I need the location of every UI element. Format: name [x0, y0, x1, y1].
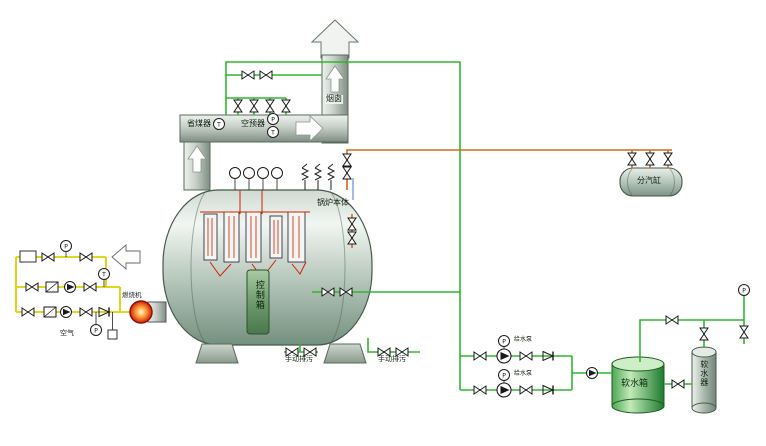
- economizer-label: 省煤器: [187, 119, 211, 128]
- fuel-filter-icon: [43, 306, 57, 318]
- air-label: 空气: [60, 329, 74, 337]
- valve-set: [21, 70, 749, 396]
- gauge-letter: P: [64, 243, 68, 250]
- feedwater-pump-icon[interactable]: [496, 382, 512, 398]
- gauge-letter: P: [271, 116, 275, 123]
- softener-valve-icon[interactable]: [699, 327, 709, 341]
- flow-arrow-right-icon: [295, 115, 324, 142]
- gauge-letter: T: [216, 121, 221, 128]
- boiler-body-label: 锅炉本体: [317, 198, 349, 207]
- economizer-bypass-valve-icon[interactable]: [259, 70, 273, 80]
- safety-valve-icon[interactable]: [314, 163, 322, 191]
- water-softener-vessel[interactable]: [691, 346, 717, 414]
- safety-valve-icon[interactable]: [327, 163, 335, 191]
- heat-exchanger-coils: [200, 190, 310, 279]
- gauge-letter: P: [94, 327, 98, 334]
- feed-pump-label: 给水泵: [514, 370, 533, 377]
- water-softener-label: 软水器: [699, 360, 709, 387]
- main-steam-valve-icon[interactable]: [342, 166, 352, 180]
- fuel-valve-icon[interactable]: [83, 282, 97, 292]
- boiler-gauge-icon: [271, 167, 283, 179]
- control-cabinet[interactable]: [246, 269, 270, 335]
- transfer-pump-icon[interactable]: [586, 367, 598, 379]
- fuel-meter-box: [19, 250, 37, 263]
- fuel-valve-icon[interactable]: [79, 307, 93, 317]
- softener-outlet-valve-icon[interactable]: [665, 315, 679, 325]
- safety-valve-icon[interactable]: [301, 163, 309, 191]
- pump-suction-valve-icon[interactable]: [473, 385, 487, 395]
- air-preheater-label: 空预器: [241, 119, 265, 128]
- air-intake-arrow-icon: [111, 244, 141, 270]
- chimney-exhaust-arrow-icon: [310, 19, 360, 59]
- feedwater-pump-icon[interactable]: [496, 348, 512, 364]
- fuel-valve-icon[interactable]: [25, 282, 39, 292]
- manual-blowdown-label: 手动排污: [378, 355, 406, 363]
- economizer-valve-icon[interactable]: [233, 99, 243, 113]
- main-steam-valve-icon[interactable]: [342, 153, 352, 167]
- flow-arrow-up-icon: [325, 65, 345, 93]
- economizer-valve-icon[interactable]: [281, 99, 291, 113]
- gauge-letter: P: [502, 372, 506, 379]
- flow-arrow-up-icon: [187, 145, 207, 173]
- steam-header-valve-icon[interactable]: [627, 152, 637, 166]
- raw-water-inlet-valve-icon[interactable]: [739, 325, 749, 339]
- boiler-supports: [195, 343, 367, 364]
- steam-header-label: 分汽缸: [637, 176, 661, 185]
- pump-discharge-valve-icon[interactable]: [519, 385, 533, 395]
- soft-water-tank-vessel[interactable]: [611, 356, 665, 414]
- burner-flame-icon: [129, 300, 153, 324]
- economizer-valve-icon[interactable]: [265, 99, 275, 113]
- fuel-valve-icon[interactable]: [21, 307, 35, 317]
- soft-water-tank-label: 软水箱: [621, 379, 649, 389]
- feed-pump-label: 给水泵: [514, 336, 533, 343]
- gauge-letter: T: [101, 271, 106, 278]
- burner-assembly[interactable]: [129, 300, 167, 324]
- gauge-letter: P: [742, 287, 746, 294]
- gauge-letter: T: [270, 129, 275, 136]
- steam-header-valve-icon[interactable]: [645, 152, 655, 166]
- fuel-filter-icon: [45, 281, 59, 293]
- burner-label: 燃烧机: [122, 291, 142, 299]
- boiler-gauge-icon: [229, 167, 241, 179]
- fuel-pump-icon[interactable]: [64, 281, 76, 293]
- pump-discharge-valve-icon[interactable]: [519, 351, 533, 361]
- economizer-bypass-valve-icon[interactable]: [241, 70, 255, 80]
- manual-blowdown-label: 手动排污: [285, 355, 313, 363]
- chimney-label: 烟囱: [325, 94, 343, 104]
- fuel-valve-icon[interactable]: [79, 252, 93, 262]
- steam-header-valve-icon[interactable]: [663, 152, 673, 166]
- steam-pipes: [346, 149, 672, 248]
- steam-header-vessel[interactable]: [619, 167, 683, 197]
- gauge-box-icon: [107, 329, 118, 340]
- boiler-gauge-icon: [243, 167, 255, 179]
- economizer-valve-icon[interactable]: [249, 99, 259, 113]
- tank-outlet-valve-icon[interactable]: [671, 379, 685, 389]
- boiler-gauge-icon: [257, 167, 269, 179]
- gauge-letter: P: [502, 338, 506, 345]
- flue-duct-system: [179, 19, 360, 191]
- pump-suction-valve-icon[interactable]: [473, 351, 487, 361]
- fuel-pump-icon[interactable]: [60, 306, 72, 318]
- fuel-valve-icon[interactable]: [41, 252, 55, 262]
- control-box-label: 控制箱: [253, 280, 264, 310]
